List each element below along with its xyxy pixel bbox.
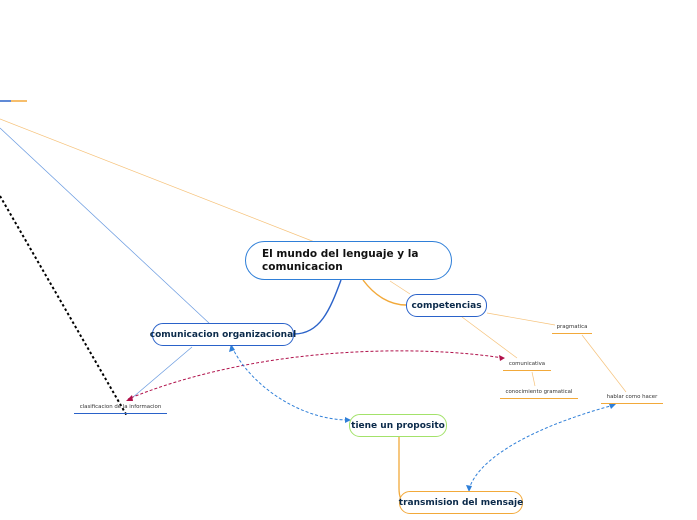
arrowhead-blue-hablar (609, 404, 616, 409)
connector-offscreen-orange (0, 118, 331, 249)
subtopic-label: clasificacion de la informacion (79, 404, 162, 410)
subtopic-pragmatica[interactable]: pragmatica (552, 324, 592, 334)
connector-central-competencias-thin (389, 280, 411, 295)
subtopic-hablar-como-hacer[interactable]: hablar como hacer (601, 394, 663, 404)
central-topic-title: El mundo del lenguaje y la comunicacion (262, 247, 419, 273)
subtopic-label: pragmatica (556, 324, 588, 330)
topic-label: transmision del mensaje (398, 497, 524, 508)
subtopic-conocimiento-gramatical[interactable]: conocimiento gramatical (500, 389, 578, 399)
subtopic-clasificacion[interactable]: clasificacion de la informacion (74, 404, 167, 414)
topic-transmision-del-mensaje[interactable]: transmision del mensaje (399, 491, 523, 514)
topic-label: tiene un proposito (351, 420, 445, 431)
arrowhead-red-right (499, 355, 505, 361)
subtopic-label: conocimiento gramatical (505, 389, 573, 395)
dashed-arrow-hablar-transmision (468, 404, 615, 490)
dashed-arrow-red (127, 350, 504, 400)
arrowhead-red-left (126, 395, 133, 401)
dashed-arrow-org-proposito (231, 346, 350, 421)
connector-central-competencias (362, 279, 407, 306)
topic-label: competencias (411, 300, 482, 311)
connector-competencias-comunicativa (461, 316, 518, 359)
topic-competencias[interactable]: competencias (406, 294, 487, 317)
subtopic-label: comunicativa (508, 361, 546, 367)
subtopic-label: hablar como hacer (606, 394, 658, 400)
connector-org-clasificacion (131, 346, 193, 399)
connector-comunicativa-conocimiento (531, 371, 536, 387)
subtopic-comunicativa[interactable]: comunicativa (503, 361, 551, 371)
topic-tiene-un-proposito[interactable]: tiene un proposito (349, 414, 447, 437)
topic-label: comunicacion organizacional (149, 329, 297, 340)
connector-central-org (293, 279, 342, 335)
connector-offscreen-blue (0, 127, 211, 325)
connector-competencias-pragmatica (486, 312, 556, 326)
connector-pragmatica-hablar (581, 334, 627, 393)
arrowhead-blue-up (229, 344, 235, 352)
arrowhead-blue-right (345, 417, 351, 423)
arrowhead-blue-down (466, 485, 472, 492)
connector-dotted-black (0, 195, 128, 417)
topic-comunicacion-organizacional[interactable]: comunicacion organizacional (149, 323, 297, 346)
central-topic[interactable]: El mundo del lenguaje y la comunicacion (245, 241, 452, 280)
